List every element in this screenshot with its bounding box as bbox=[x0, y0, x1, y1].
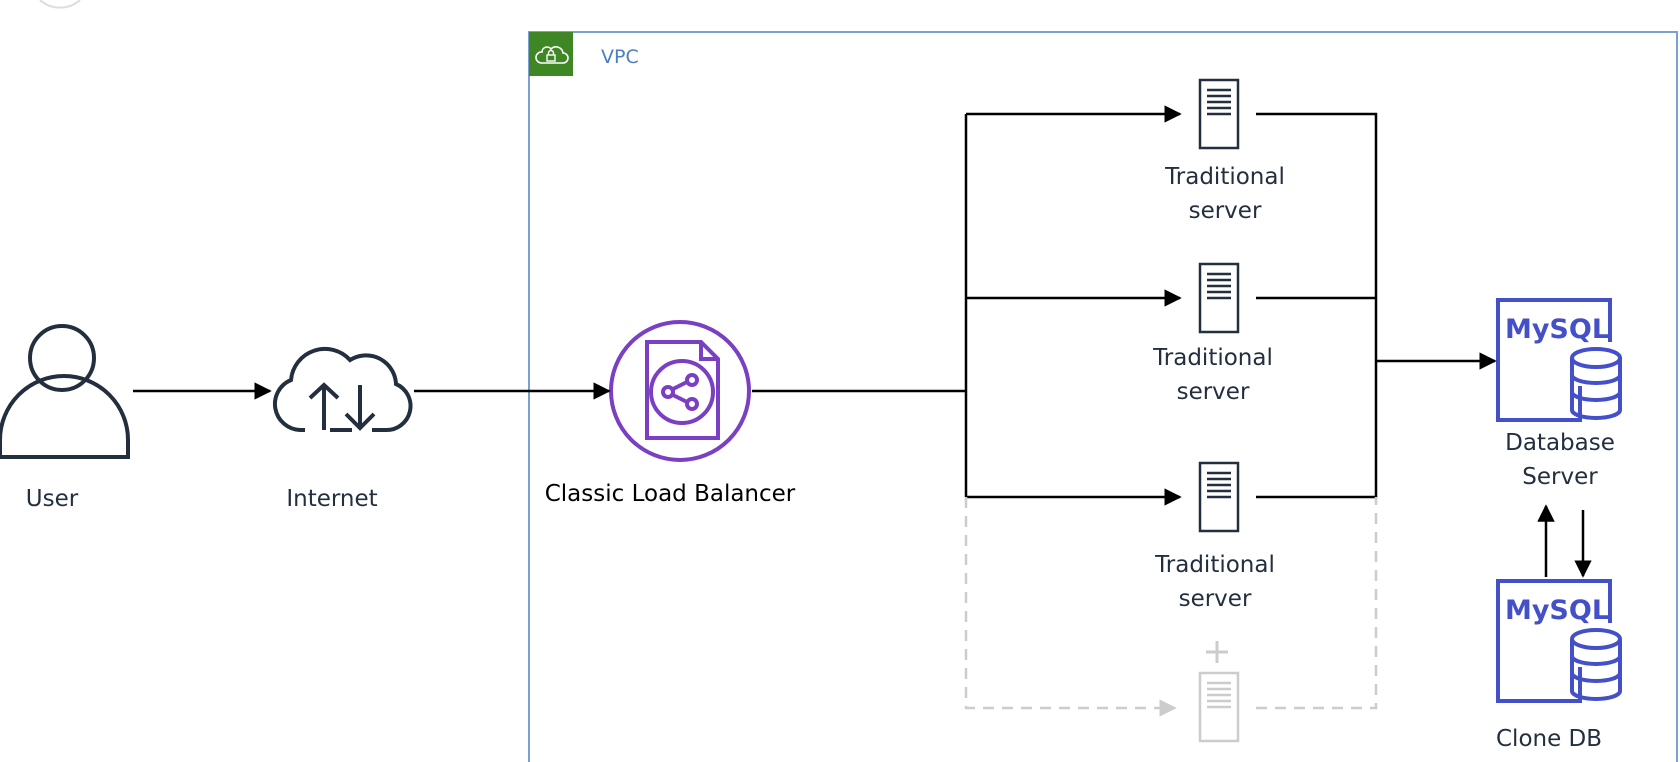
server-icon bbox=[1198, 262, 1240, 334]
user-label: User bbox=[25, 486, 79, 512]
partial-shape bbox=[39, 0, 81, 9]
server-label-line2: server bbox=[1188, 198, 1262, 224]
mysql-logo: MySQL bbox=[1505, 314, 1609, 345]
server-label: Traditional server bbox=[1130, 548, 1300, 616]
vpc-group bbox=[528, 31, 1678, 762]
server-placeholder-icon bbox=[1198, 641, 1240, 743]
database-label-line2: Server bbox=[1522, 464, 1598, 490]
mysql-database-icon bbox=[1496, 298, 1622, 422]
connector-database-clone bbox=[1537, 504, 1592, 578]
mysql-logo: MySQL bbox=[1505, 595, 1609, 626]
server-label: Traditional server bbox=[1140, 160, 1310, 228]
server-label-line1: Traditional bbox=[1153, 345, 1273, 371]
database-label: Database Server bbox=[1480, 426, 1640, 494]
clone-db-label: Clone DB bbox=[1496, 726, 1603, 752]
server-label: Traditional server bbox=[1128, 341, 1298, 409]
database-label-line1: Database bbox=[1505, 430, 1615, 456]
internet-label: Internet bbox=[286, 486, 378, 512]
load-balancer-label: Classic Load Balancer bbox=[544, 481, 796, 507]
server-icon bbox=[1198, 461, 1240, 533]
server-label-line1: Traditional bbox=[1155, 552, 1275, 578]
cloud-lock-icon bbox=[529, 32, 573, 76]
user-icon bbox=[0, 324, 130, 459]
vpc-label: VPC bbox=[601, 46, 639, 68]
clone-db-icon bbox=[1496, 579, 1622, 703]
connector-load-balancer-servers bbox=[752, 105, 1182, 506]
internet-cloud-icon bbox=[273, 346, 413, 433]
server-label-line2: server bbox=[1176, 379, 1250, 405]
server-label-line2: server bbox=[1178, 586, 1252, 612]
server-label-line1: Traditional bbox=[1165, 164, 1285, 190]
vpc-boundary bbox=[528, 31, 1678, 762]
connector-servers-database bbox=[1256, 112, 1497, 499]
server-icon bbox=[1198, 78, 1240, 150]
load-balancer-icon bbox=[609, 320, 751, 462]
connector-placeholder bbox=[964, 497, 1378, 717]
